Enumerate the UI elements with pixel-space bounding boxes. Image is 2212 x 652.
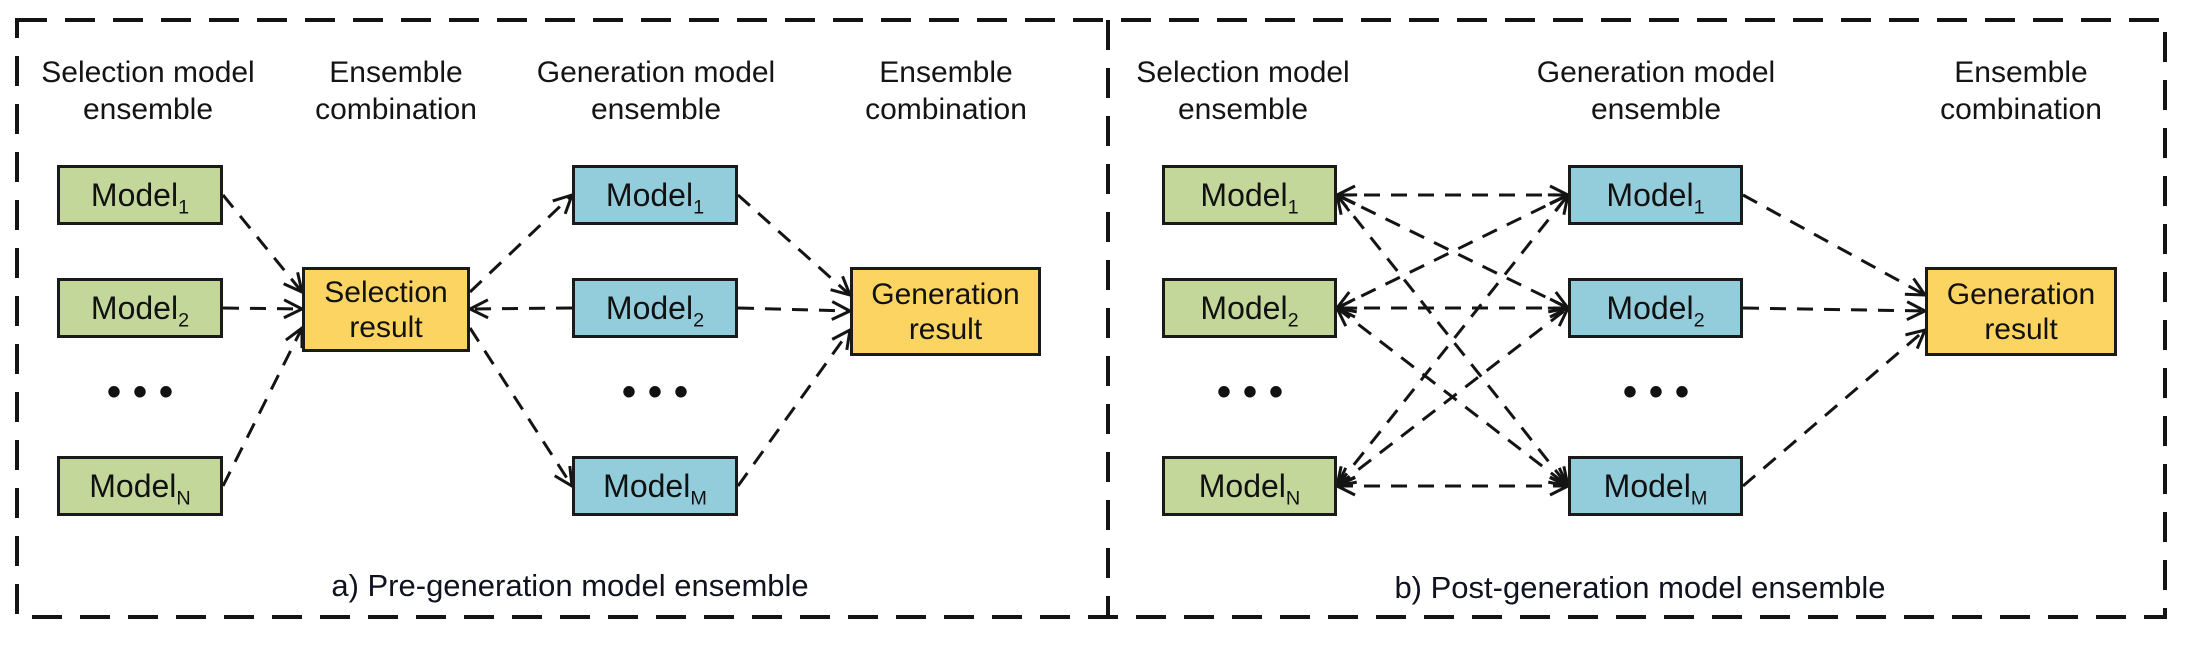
panel-a-selection-result-box: Selection result <box>302 267 470 352</box>
panel-b-generation-model-m-box: ModelM <box>1568 456 1743 516</box>
model-label: Model1 <box>1606 176 1705 218</box>
model-label: Model1 <box>1200 176 1299 218</box>
header-line: combination <box>315 93 477 126</box>
header-line: Generation model <box>536 56 776 89</box>
model-label: Model1 <box>605 176 705 218</box>
panel-b-selection-ensemble-header: Selection model ensemble <box>1112 54 1374 128</box>
panel-b-selection-model-n-box: ModelN <box>1162 456 1337 516</box>
result-label-line: result <box>908 312 983 346</box>
panel-b-selection-ellipsis: ••• <box>1216 370 1295 414</box>
header-line: ensemble <box>590 93 722 126</box>
model-label: ModelM <box>1603 467 1708 509</box>
panel-a-selection-model-n-box: ModelN <box>57 456 223 516</box>
header-line: Ensemble <box>329 56 463 89</box>
panel-a-ensemble-combination-header-2: Ensemble combination <box>835 54 1057 128</box>
panel-b-generation-ensemble-header: Generation model ensemble <box>1525 54 1787 128</box>
panel-a-generation-model-m-box: ModelM <box>572 456 738 516</box>
panel-a-caption: a) Pre-generation model ensemble <box>331 568 809 603</box>
panel-b-selection-model-2-box: Model2 <box>1162 278 1337 338</box>
result-label-line: Generation <box>1946 277 2096 311</box>
panel-a-selection-model-1-box: Model1 <box>57 165 223 225</box>
header-line: ensemble <box>1590 93 1722 126</box>
header-line: Ensemble <box>879 56 1013 89</box>
panel-b-selection-model-1-box: Model1 <box>1162 165 1337 225</box>
model-label: Model2 <box>1200 289 1299 331</box>
header-line: Generation model <box>1536 56 1776 89</box>
result-label-line: result <box>1984 312 2058 346</box>
panel-a-generation-model-1-box: Model1 <box>572 165 738 225</box>
panel-a-generation-result-box: Generation result <box>850 267 1041 356</box>
result-label-line: Selection <box>324 275 448 309</box>
header-line: ensemble <box>1177 93 1309 126</box>
header-line: Selection model <box>1136 56 1350 89</box>
header-line: ensemble <box>82 93 214 126</box>
panel-a-selection-ellipsis: ••• <box>106 370 185 414</box>
model-label: ModelN <box>1198 467 1301 509</box>
panel-a-ensemble-combination-header-1: Ensemble combination <box>285 54 507 128</box>
panel-b-ensemble-combination-header: Ensemble combination <box>1910 54 2132 128</box>
panel-b-caption: b) Post-generation model ensemble <box>1394 570 1886 605</box>
panel-a-generation-ensemble-header: Generation model ensemble <box>525 54 787 128</box>
model-label: Model1 <box>90 176 190 218</box>
panel-a-selection-ensemble-header: Selection model ensemble <box>17 54 279 128</box>
model-label: ModelM <box>603 467 707 509</box>
panel-a-generation-ellipsis: ••• <box>621 370 700 414</box>
panel-b-generation-model-1-box: Model1 <box>1568 165 1743 225</box>
header-line: Selection model <box>41 56 255 89</box>
panel-b-generation-result-box: Generation result <box>1925 267 2117 356</box>
result-label-line: Generation <box>871 277 1020 311</box>
result-label-line: result <box>349 310 423 344</box>
model-label: ModelN <box>89 467 191 509</box>
panel-a-connectors <box>221 192 854 489</box>
header-line: combination <box>865 93 1027 126</box>
header-line: Ensemble <box>1954 56 2088 89</box>
panel-a-generation-model-2-box: Model2 <box>572 278 738 338</box>
panel-b-generation-ellipsis: ••• <box>1622 370 1701 414</box>
model-label: Model2 <box>90 289 190 331</box>
figure-border <box>15 18 2167 619</box>
panel-b-generation-model-2-box: Model2 <box>1568 278 1743 338</box>
panel-b-connectors <box>1333 184 1929 497</box>
model-label: Model2 <box>605 289 705 331</box>
header-line: combination <box>1940 93 2102 126</box>
model-label: Model2 <box>1606 289 1705 331</box>
panel-a-selection-model-2-box: Model2 <box>57 278 223 338</box>
